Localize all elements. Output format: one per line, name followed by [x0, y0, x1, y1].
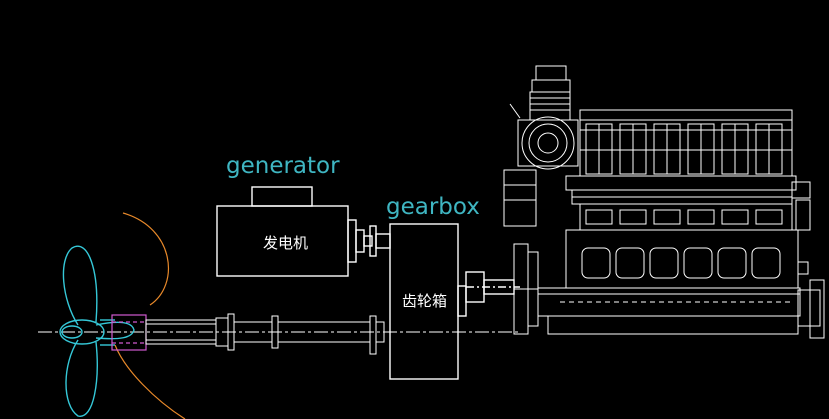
- propeller-blade-top: [62, 245, 98, 326]
- generator-label: generator: [226, 153, 340, 179]
- propeller-hub: [59, 319, 105, 345]
- gearbox-cn-label: 齿轮箱: [402, 292, 447, 310]
- propeller-blade-rear: [95, 321, 135, 340]
- gearbox-label: gearbox: [386, 194, 480, 220]
- propeller: [59, 245, 135, 417]
- propeller-blade-bottom: [65, 339, 98, 417]
- diesel-engine: [503, 65, 825, 339]
- gearbox: [389, 223, 520, 380]
- generator: [216, 186, 391, 277]
- engine-crankcase: [565, 229, 799, 289]
- cylinder-heads: [579, 109, 793, 177]
- generator-terminal-box: [251, 186, 313, 207]
- generator-cn-label: 发电机: [263, 234, 308, 252]
- propeller-shaft: [145, 313, 385, 355]
- turbocharger: [503, 65, 579, 227]
- propeller-sweep-arc: [114, 212, 186, 419]
